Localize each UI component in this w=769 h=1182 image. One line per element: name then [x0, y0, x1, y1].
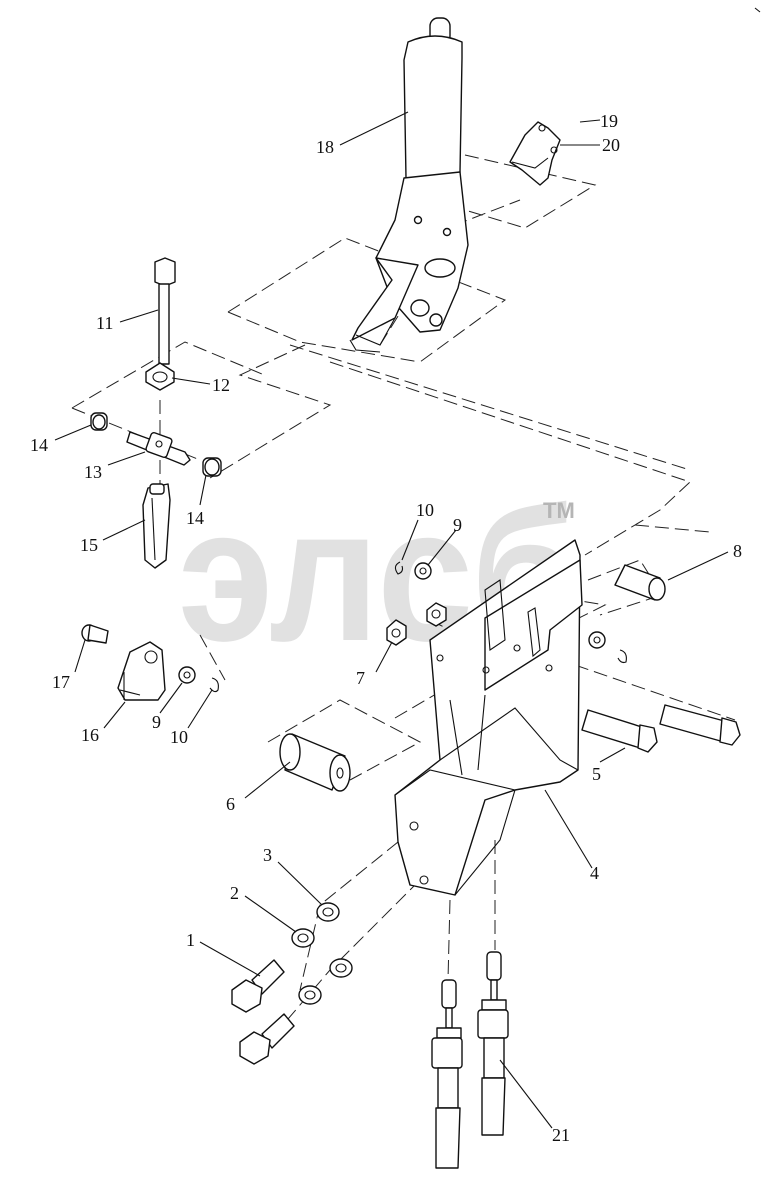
watermark-logo: элсб TM — [178, 469, 578, 681]
callout-1: 1 — [186, 930, 195, 950]
callout-8: 8 — [733, 541, 742, 561]
bushing-14-right — [202, 457, 222, 477]
spacer-tube-8 — [614, 564, 666, 601]
callout-17: 17 — [52, 672, 70, 692]
assembly-guide-lines — [71, 154, 736, 1041]
bolt-5 — [581, 704, 741, 753]
callout-14-left: 14 — [30, 435, 48, 455]
shift-lever-handle — [349, 17, 469, 353]
lever-clip — [509, 121, 561, 186]
callout-19: 19 — [600, 111, 618, 131]
bolt-11 — [154, 257, 176, 365]
callout-10-left: 10 — [170, 727, 188, 747]
lock-washer-2 — [291, 928, 322, 1005]
callout-5: 5 — [592, 764, 601, 784]
callout-3: 3 — [263, 845, 272, 865]
washer-9-left — [178, 666, 196, 684]
callout-14-right: 14 — [186, 508, 204, 528]
callout-leaders — [54, 111, 729, 1129]
main-bracket-4 — [394, 539, 583, 896]
pin-17 — [81, 624, 109, 644]
pin-shaft-13 — [126, 431, 191, 466]
callout-21: 21 — [552, 1125, 570, 1145]
bushing-14-left — [90, 412, 108, 431]
washer-3 — [316, 902, 353, 978]
callout-11: 11 — [96, 313, 113, 333]
bolt-1 — [231, 959, 295, 1065]
washer-9-right — [414, 562, 432, 580]
callout-7: 7 — [356, 668, 365, 688]
callout-20: 20 — [602, 135, 620, 155]
callout-15: 15 — [80, 535, 98, 555]
nut-12 — [145, 362, 175, 391]
washer-9-bracket — [588, 631, 606, 649]
spacer-cylinder-6 — [279, 733, 351, 792]
trademark-text: TM — [543, 498, 575, 523]
clip-10-right — [394, 561, 404, 575]
control-cable-21 — [431, 951, 509, 1169]
callout-18: 18 — [316, 137, 334, 157]
corner-mark — [754, 7, 761, 13]
callout-labels: 18 19 20 11 12 14 13 14 15 10 9 8 7 17 1… — [30, 111, 742, 1145]
callout-6: 6 — [226, 794, 235, 814]
clip-10-left — [209, 677, 219, 693]
callout-16: 16 — [81, 725, 99, 745]
cable-fork-15 — [142, 483, 171, 569]
nut-7 — [386, 602, 447, 646]
clip-10-bracket — [617, 649, 627, 664]
callout-9-right: 9 — [453, 515, 462, 535]
callout-12: 12 — [212, 375, 230, 395]
callout-4: 4 — [590, 863, 599, 883]
callout-13: 13 — [84, 462, 102, 482]
cable-lever-16 — [117, 641, 166, 701]
callout-2: 2 — [230, 883, 239, 903]
callout-10-right: 10 — [416, 500, 434, 520]
callout-9-left: 9 — [152, 712, 161, 732]
